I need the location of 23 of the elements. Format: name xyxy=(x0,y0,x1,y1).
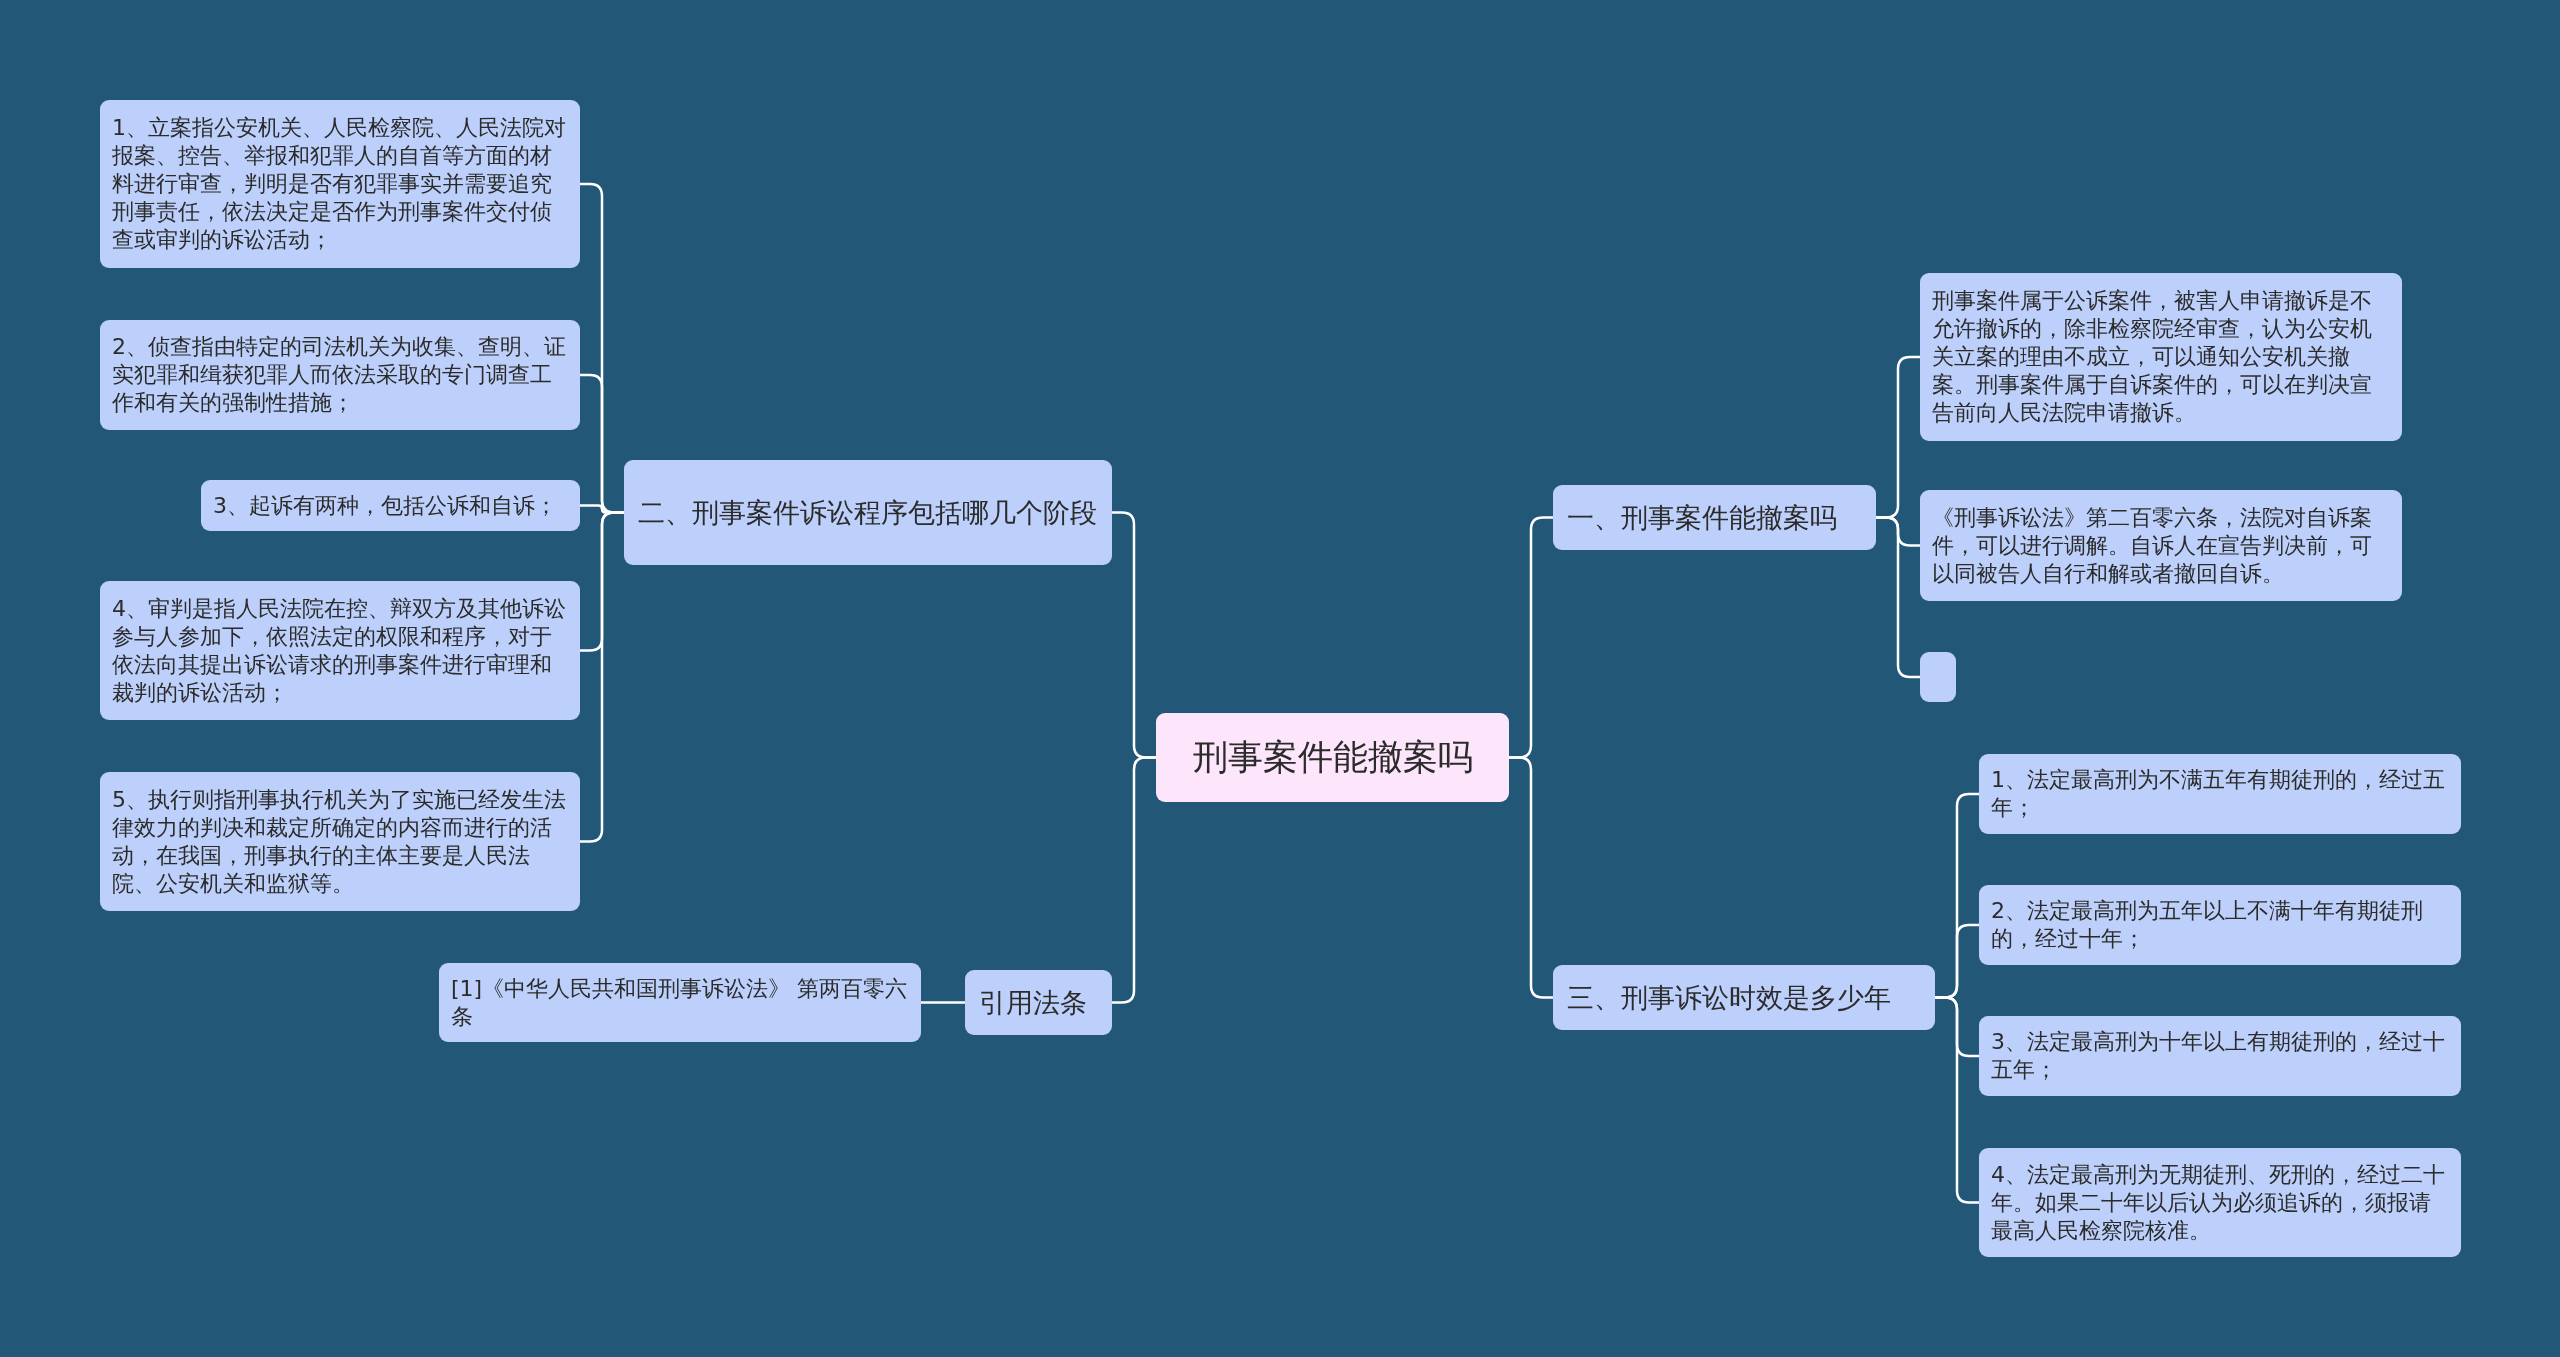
topic-card: 刑事案件属于公诉案件，被害人申请撤诉是不允许撤诉的，除非检察院经审查，认为公安机关立案的理由不成立，可以通知公安机关撤案。刑事案件属于自诉案件的，可以在判决宣告前向人民法院申请撤诉。 xyxy=(1920,273,2402,441)
topic-card: 4、审判是指人民法院在控、辩双方及其他诉讼参与人参加下，依照法定的权限和程序，对于依法向其提出诉讼请求的刑事案件进行审理和裁判的诉讼活动； xyxy=(100,581,580,720)
topic-card: 5、执行则指刑事执行机关为了实施已经发生法律效力的判决和裁定所确定的内容而进行的活动，在我国，刑事执行的主体主要是人民法院、公安机关和监狱等。 xyxy=(100,772,580,911)
topic-card: 3、起诉有两种，包括公诉和自诉； xyxy=(201,480,580,531)
connector-line xyxy=(1112,756,1156,1004)
branch-topic: 引用法条 xyxy=(965,970,1112,1035)
connector-line xyxy=(1509,756,1553,999)
topic-card: [1]《中华人民共和国刑事诉讼法》 第两百零六条 xyxy=(439,963,921,1042)
connector-line xyxy=(580,511,624,843)
connector-line xyxy=(921,1001,965,1004)
central-topic: 刑事案件能撤案吗 xyxy=(1156,713,1509,802)
branch-topic: 三、刑事诉讼时效是多少年 xyxy=(1553,965,1935,1030)
topic-card: 4、法定最高刑为无期徒刑、死刑的，经过二十年。如果二十年以后认为必须追诉的，须报请最高人民检察院核准。 xyxy=(1979,1148,2461,1257)
empty-topic-card xyxy=(1920,652,1956,702)
topic-card: 1、法定最高刑为不满五年有期徒刑的，经过五年； xyxy=(1979,754,2461,834)
topic-card: 2、侦查指由特定的司法机关为收集、查明、证实犯罪和缉获犯罪人而依法采取的专门调查工作和有关的强制性措施； xyxy=(100,320,580,430)
topic-card: 《刑事诉讼法》第二百零六条，法院对自诉案件，可以进行调解。自诉人在宣告判决前，可以同被告人自行和解或者撤回自诉。 xyxy=(1920,490,2402,601)
connector-line xyxy=(1935,996,1979,1204)
topic-card: 2、法定最高刑为五年以上不满十年有期徒刑的，经过十年； xyxy=(1979,885,2461,965)
topic-card: 1、立案指公安机关、人民检察院、人民法院对报案、控告、举报和犯罪人的自首等方面的材料进行审查，判明是否有犯罪事实并需要追究刑事责任，依法决定是否作为刑事案件交付侦查或审判的诉讼活动； xyxy=(100,100,580,268)
topic-card: 3、法定最高刑为十年以上有期徒刑的，经过十五年； xyxy=(1979,1016,2461,1096)
branch-topic: 一、刑事案件能撤案吗 xyxy=(1553,485,1876,550)
branch-topic: 二、刑事案件诉讼程序包括哪几个阶段 xyxy=(624,460,1112,565)
